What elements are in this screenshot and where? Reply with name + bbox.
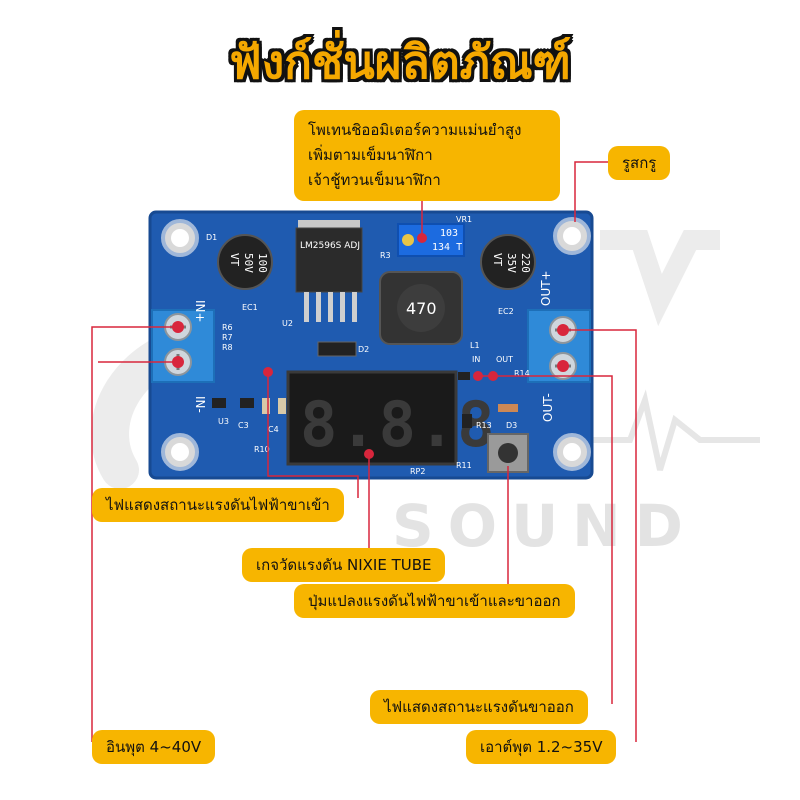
potentiometer-line-1: โพเทนชิออมิเตอร์ความแม่นยำสูง	[308, 121, 522, 139]
mounting-holes	[161, 217, 591, 471]
svg-text:R13: R13	[476, 421, 492, 430]
inductor-label: 470	[406, 299, 437, 318]
potentiometer-line-3: เจ้าชู้ทวนเข็มนาฬิกา	[308, 171, 441, 189]
cap2-line3: VT	[491, 253, 504, 267]
callout-dots	[172, 233, 569, 459]
cap2-line1: 220	[519, 253, 532, 273]
cap1-line3: VT	[228, 253, 241, 267]
regulator-ic-u2: LM2596S ADJ	[295, 220, 363, 322]
cap1-line2: 50V	[242, 253, 255, 273]
svg-text:OUT+: OUT+	[539, 270, 553, 306]
label-input-indicator: ไฟแสดงสถานะแรงดันไฟฟ้าขาเข้า	[92, 488, 344, 522]
page-title: ฟังก์ชั่นผลิตภัณฑ์	[229, 35, 571, 89]
svg-text:R3: R3	[380, 251, 391, 260]
svg-text:IN-: IN-	[193, 396, 207, 413]
output-terminal-block	[527, 309, 591, 383]
svg-text:R10: R10	[254, 445, 270, 454]
cap1-line1: 100	[256, 253, 269, 273]
label-potentiometer: โพเทนชิออมิเตอร์ความแม่นยำสูง เพิ่มตามเข…	[294, 110, 560, 201]
label-screw-hole: รูสกรู	[608, 146, 671, 180]
label-output-indicator: ไฟแสดงสถานะแรงดันขาออก	[370, 690, 588, 724]
pot-line2: 134 T	[432, 242, 462, 253]
svg-text:D1: D1	[206, 233, 217, 242]
svg-text:D2: D2	[358, 345, 369, 354]
push-button	[487, 433, 529, 473]
ic-label: LM2596S ADJ	[300, 241, 360, 251]
svg-text:RP2: RP2	[410, 467, 425, 476]
svg-text:EC2: EC2	[498, 307, 514, 316]
svg-text:C3: C3	[238, 421, 249, 430]
svg-text:R14: R14	[514, 369, 530, 378]
silkscreen: IN+ IN- OUT+ OUT- VR1 EC1 EC2 U2 U3 D1 D…	[193, 215, 555, 476]
svg-text:OUT-: OUT-	[541, 393, 555, 422]
cap2-line2: 35V	[505, 253, 518, 273]
potentiometer-line-2: เพิ่มตามเข็มนาฬิกา	[308, 146, 433, 164]
svg-text:OUT: OUT	[496, 355, 513, 364]
inductor-l1: 470	[379, 271, 463, 345]
capacitor-ec2: 220 35V VT	[480, 234, 536, 290]
smd-components	[212, 372, 518, 428]
svg-text:U3: U3	[218, 417, 229, 426]
svg-text:IN: IN	[472, 355, 480, 364]
svg-text:R6: R6	[222, 323, 233, 332]
svg-text:U2: U2	[282, 319, 293, 328]
svg-text:L1: L1	[470, 341, 480, 350]
callout-lines	[91, 161, 637, 742]
svg-text:EC1: EC1	[242, 303, 258, 312]
svg-text:VR1: VR1	[456, 215, 472, 224]
svg-text:D3: D3	[506, 421, 517, 430]
svg-text:IN+: IN+	[193, 300, 207, 323]
label-voltmeter: เกจวัดแรงดัน NIXIE TUBE	[242, 548, 446, 582]
diode-d2	[317, 341, 357, 357]
label-switch-button: ปุ่มแปลงแรงดันไฟฟ้าขาเข้าและขาออก	[294, 584, 575, 618]
svg-text:R7: R7	[222, 333, 233, 342]
svg-text:R8: R8	[222, 343, 233, 352]
label-output-range: เอาต์พุต 1.2~35V	[466, 730, 617, 764]
pot-line1: 103	[440, 228, 458, 239]
svg-text:C4: C4	[268, 425, 279, 434]
label-input-range: อินพุต 4~40V	[92, 730, 216, 764]
potentiometer-vr1: 103 134 T	[397, 223, 465, 257]
svg-text:R11: R11	[456, 461, 472, 470]
capacitor-ec1: 100 50V VT	[217, 234, 273, 290]
